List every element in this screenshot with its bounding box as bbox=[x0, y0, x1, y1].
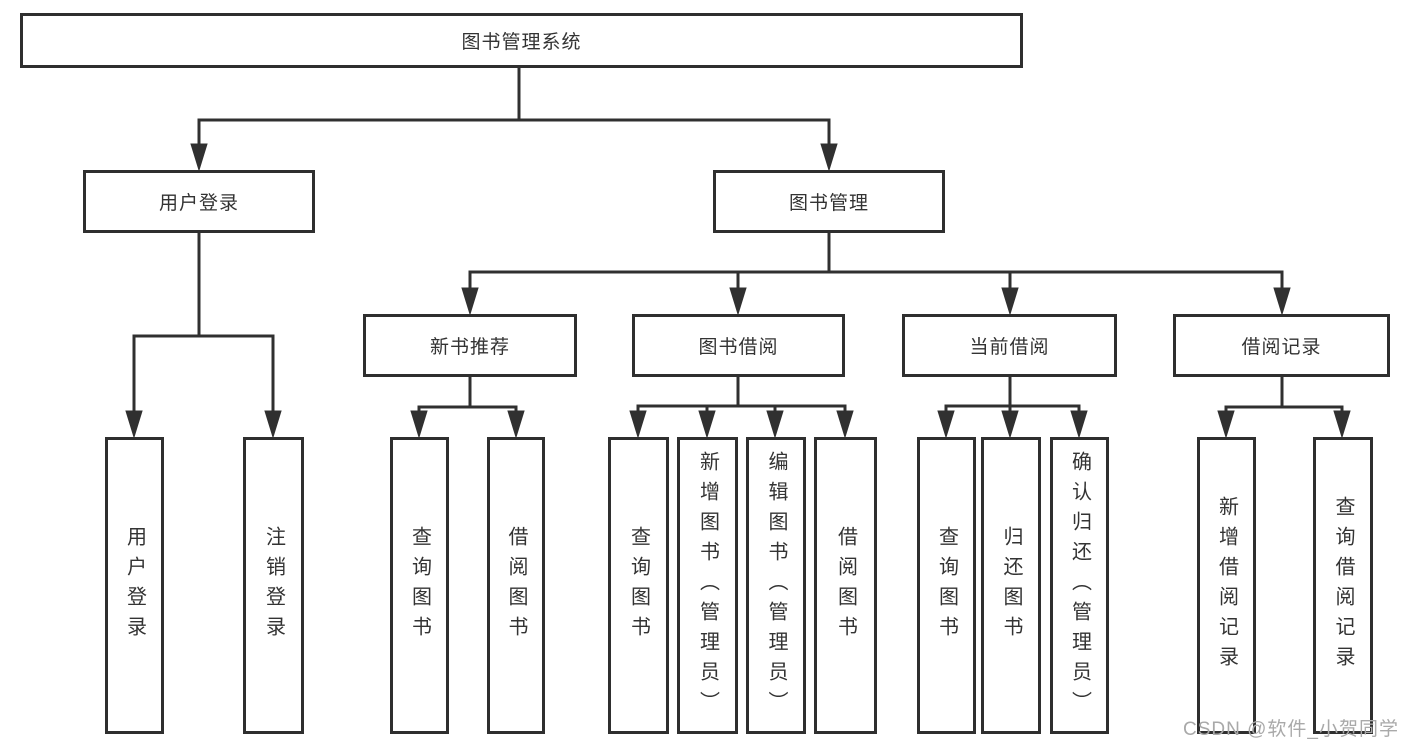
arrowhead bbox=[507, 410, 525, 439]
arrowhead bbox=[1001, 410, 1019, 439]
node-label: 新书推荐 bbox=[429, 337, 510, 358]
arrowhead bbox=[766, 410, 784, 439]
node-label: 借阅记录 bbox=[1241, 337, 1322, 358]
node-label: 查询图书 bbox=[627, 525, 650, 646]
node-leaf-borrow-books-recommend: 借阅图书 bbox=[487, 437, 545, 734]
node-book-borrowing: 图书借阅 bbox=[632, 314, 845, 377]
node-leaf-return-book: 归还图书 bbox=[981, 437, 1041, 734]
node-leaf-user-login: 用户登录 bbox=[105, 437, 164, 734]
arrowhead bbox=[820, 143, 838, 172]
node-label: 用户登录 bbox=[158, 193, 239, 214]
node-library-management-system: 图书管理系统 bbox=[20, 13, 1023, 68]
node-label: 用户登录 bbox=[123, 525, 146, 646]
csdn-watermark: CSDN @软件_小贺同学 bbox=[1183, 719, 1399, 740]
arrowhead bbox=[698, 410, 716, 439]
node-label: 借阅图书 bbox=[834, 525, 857, 646]
node-leaf-logout: 注销登录 bbox=[243, 437, 304, 734]
arrowhead bbox=[125, 410, 143, 439]
connector-new-book-children bbox=[410, 376, 525, 439]
node-leaf-add-borrowing-record: 新增借阅记录 bbox=[1197, 437, 1256, 734]
node-label: 查询图书 bbox=[408, 525, 431, 646]
arrowhead bbox=[729, 287, 747, 316]
node-label: 确认归还（管理员） bbox=[1068, 450, 1091, 721]
node-leaf-query-borrowing-record: 查询借阅记录 bbox=[1313, 437, 1373, 734]
arrowhead bbox=[264, 410, 282, 439]
node-label: 借阅图书 bbox=[505, 525, 527, 646]
connector-user-login-children bbox=[125, 232, 282, 439]
arrowhead bbox=[190, 143, 208, 172]
node-book-management: 图书管理 bbox=[713, 170, 945, 233]
node-label: 查询图书 bbox=[935, 525, 958, 646]
arrowhead bbox=[836, 410, 854, 439]
arrowhead bbox=[461, 287, 479, 316]
arrowhead bbox=[1273, 287, 1291, 316]
connector-book-borrowing-children bbox=[629, 376, 854, 439]
connector-root-to-level2 bbox=[190, 68, 838, 172]
arrowhead bbox=[1070, 410, 1088, 439]
arrowhead bbox=[1217, 410, 1235, 439]
arrowhead bbox=[410, 410, 428, 439]
node-label: 当前借阅 bbox=[969, 337, 1050, 358]
node-label: 归还图书 bbox=[1000, 525, 1022, 646]
node-label: 注销登录 bbox=[262, 525, 285, 646]
node-leaf-borrow-books-borrowing: 借阅图书 bbox=[814, 437, 877, 734]
node-label: 图书借阅 bbox=[698, 337, 779, 358]
node-leaf-add-book-admin: 新增图书（管理员） bbox=[677, 437, 738, 734]
node-leaf-query-books-recommend: 查询图书 bbox=[390, 437, 449, 734]
node-new-book-recommendation: 新书推荐 bbox=[363, 314, 577, 377]
node-label: 图书管理 bbox=[788, 193, 869, 214]
node-user-login: 用户登录 bbox=[83, 170, 315, 233]
node-borrowing-records: 借阅记录 bbox=[1173, 314, 1390, 377]
connector-book-management-to-level3 bbox=[461, 232, 1291, 316]
connector-borrowing-records-children bbox=[1217, 376, 1351, 439]
arrowhead bbox=[1333, 410, 1351, 439]
node-leaf-edit-book-admin: 编辑图书（管理员） bbox=[746, 437, 806, 734]
node-label: 新增借阅记录 bbox=[1215, 495, 1238, 676]
arrowhead bbox=[1001, 287, 1019, 316]
node-label: 图书管理系统 bbox=[461, 32, 582, 53]
node-label: 新增图书（管理员） bbox=[696, 450, 719, 721]
arrowhead bbox=[629, 410, 647, 439]
node-leaf-query-books-borrowing: 查询图书 bbox=[608, 437, 669, 734]
node-leaf-query-books-current: 查询图书 bbox=[917, 437, 976, 734]
node-label: 查询借阅记录 bbox=[1332, 495, 1354, 676]
node-leaf-confirm-return-admin: 确认归还（管理员） bbox=[1050, 437, 1109, 734]
node-label: 编辑图书（管理员） bbox=[765, 450, 787, 721]
connector-current-borrowing-children bbox=[937, 376, 1088, 439]
node-current-borrowing: 当前借阅 bbox=[902, 314, 1117, 377]
arrowhead bbox=[937, 410, 955, 439]
